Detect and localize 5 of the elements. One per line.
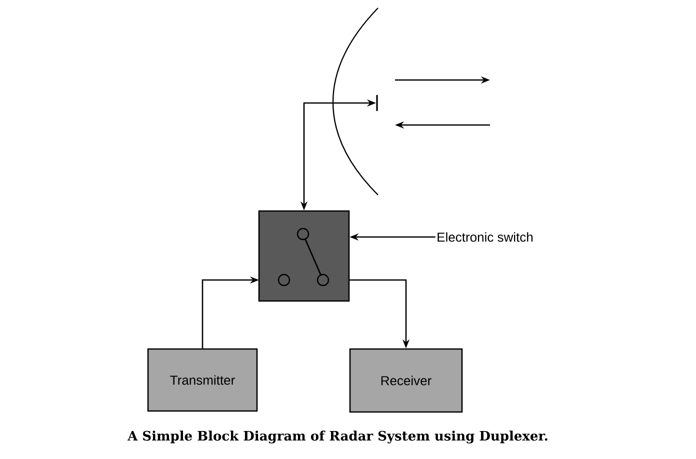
caption: A Simple Block Diagram of Radar System using Duplexer.	[127, 430, 548, 444]
switch-box	[258, 210, 350, 302]
switch-label: Electronic switch	[438, 232, 533, 242]
receiver-box: Receiver	[349, 348, 463, 413]
transmitter-box: Transmitter	[147, 348, 258, 412]
